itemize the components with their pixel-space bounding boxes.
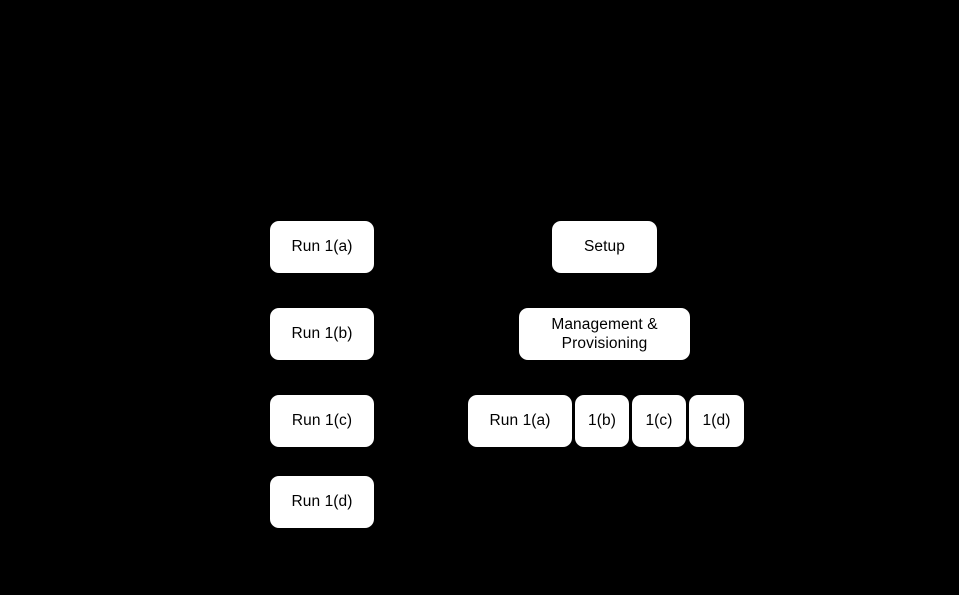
node-management-provisioning[interactable]: Management & Provisioning (519, 308, 690, 360)
node-right-run-1b[interactable]: 1(b) (575, 395, 629, 447)
node-left-run-1a[interactable]: Run 1(a) (270, 221, 374, 273)
node-right-run-1d[interactable]: 1(d) (689, 395, 744, 447)
node-right-run-1a[interactable]: Run 1(a) (468, 395, 572, 447)
node-left-run-1c[interactable]: Run 1(c) (270, 395, 374, 447)
node-setup[interactable]: Setup (552, 221, 657, 273)
node-left-run-1d[interactable]: Run 1(d) (270, 476, 374, 528)
node-right-run-1c[interactable]: 1(c) (632, 395, 686, 447)
node-left-run-1b[interactable]: Run 1(b) (270, 308, 374, 360)
